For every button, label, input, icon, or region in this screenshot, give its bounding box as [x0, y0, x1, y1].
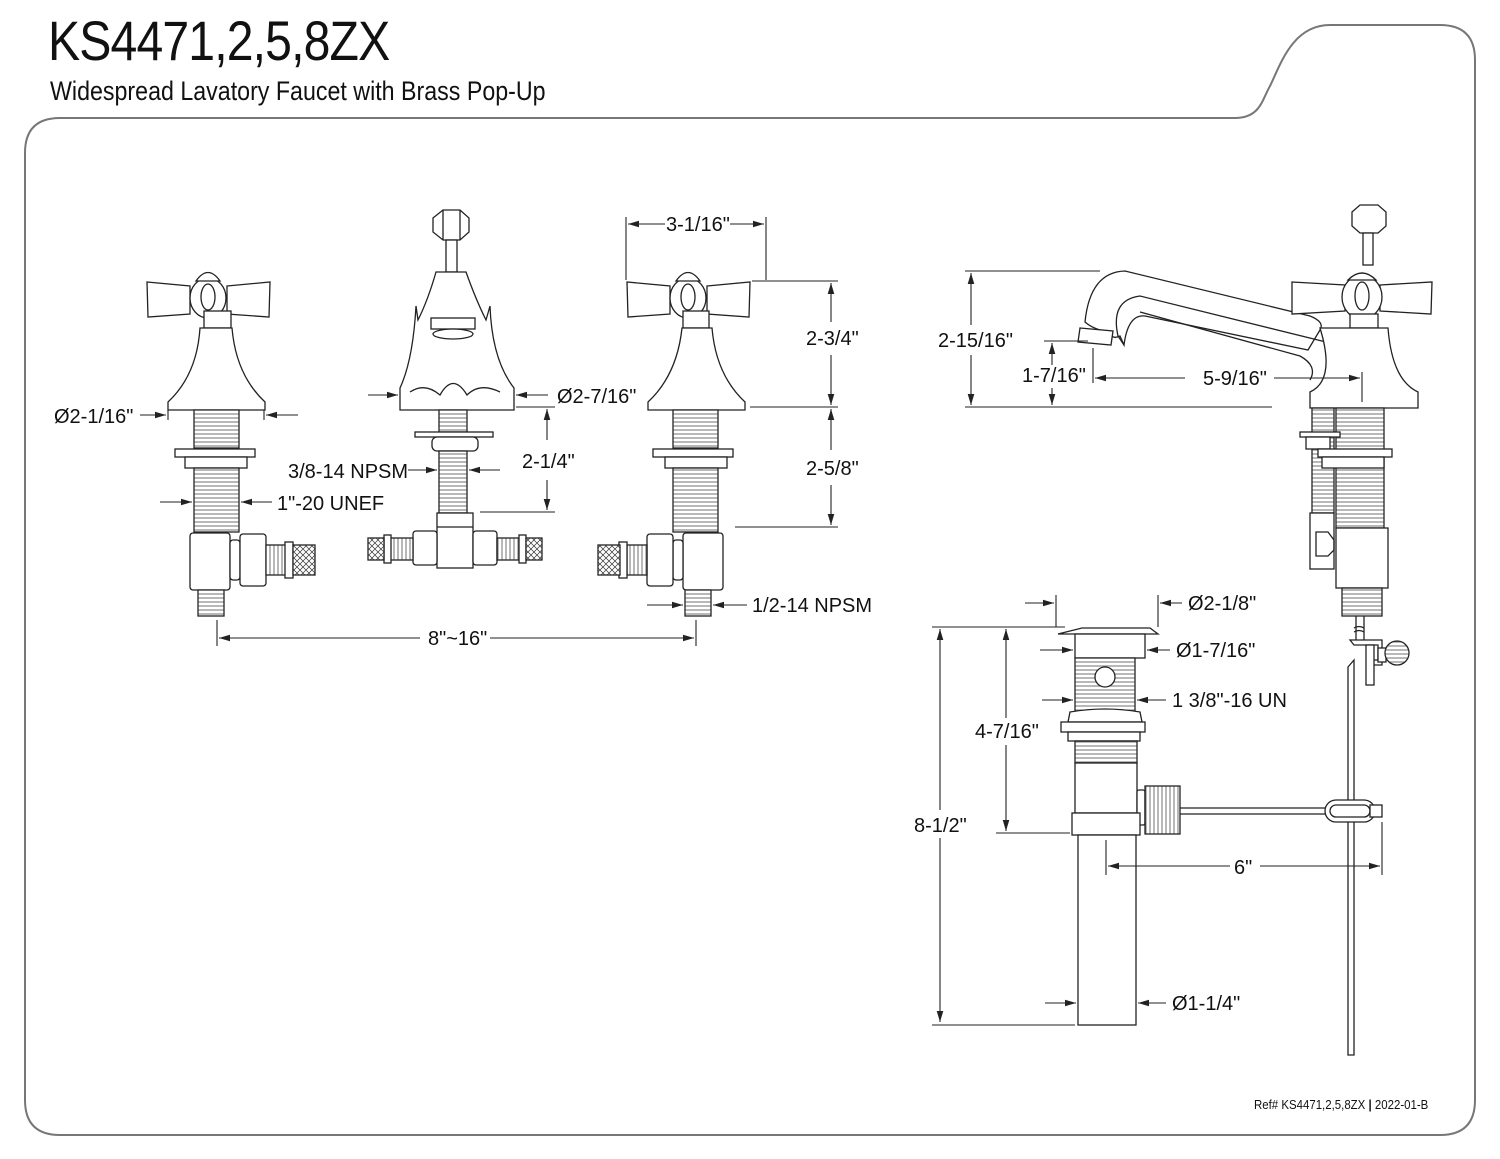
dim-valve-thread: 1"-20 UNEF [277, 493, 384, 515]
dim-flange-diameter: Ø2-1/8" [1188, 593, 1256, 615]
center-spout-drawing [367, 209, 543, 569]
side-faucet-drawing [1077, 204, 1433, 1056]
product-description: Widespread Lavatory Faucet with Brass Po… [50, 76, 546, 106]
dimension-lines [140, 217, 1383, 1026]
dim-overall-length: 8-1/2" [914, 815, 967, 837]
dim-spout-base-diameter: Ø2-7/16" [557, 386, 636, 408]
dim-inlet-thread: 1/2-14 NPSM [752, 595, 872, 617]
dim-body-diameter: Ø1-7/16" [1176, 640, 1255, 662]
reference-separator: | [1368, 1097, 1372, 1112]
reference-footer: Ref# KS4471,2,5,8ZX | 2022-01-B [1254, 1097, 1428, 1112]
dim-valve-base-diameter: Ø2-1/16" [54, 406, 133, 428]
dim-spout-reach: 5-9/16" [1203, 368, 1267, 390]
drain-drawing [1057, 627, 1383, 1026]
left-valve-drawing [146, 271, 316, 617]
revision-code: 2022-01-B [1374, 1097, 1429, 1112]
dim-handle-height: 2-3/4" [806, 328, 859, 350]
right-valve-drawing [597, 271, 751, 617]
dim-lift-rod-offset: 6" [1234, 857, 1252, 879]
dim-handle-width: 3-1/16" [666, 214, 730, 236]
dim-upper-length: 4-7/16" [975, 721, 1039, 743]
dim-spout-shank-length: 2-1/4" [522, 451, 575, 473]
dim-body-thread: 1 3/8"-16 UN [1172, 690, 1287, 712]
dim-center-spread: 8"~16" [428, 628, 487, 650]
reference-number: Ref# KS4471,2,5,8ZX [1254, 1097, 1366, 1112]
dim-spout-thread: 3/8-14 NPSM [288, 461, 408, 483]
dim-tailpiece-diameter: Ø1-1/4" [1172, 993, 1240, 1015]
model-title: KS4471,2,5,8ZX [48, 9, 390, 72]
dim-valve-shank-length: 2-5/8" [806, 458, 859, 480]
sheet-frame [24, 24, 1476, 1136]
dim-spout-height: 2-15/16" [938, 330, 1013, 352]
dim-spout-clearance: 1-7/16" [1022, 365, 1086, 387]
